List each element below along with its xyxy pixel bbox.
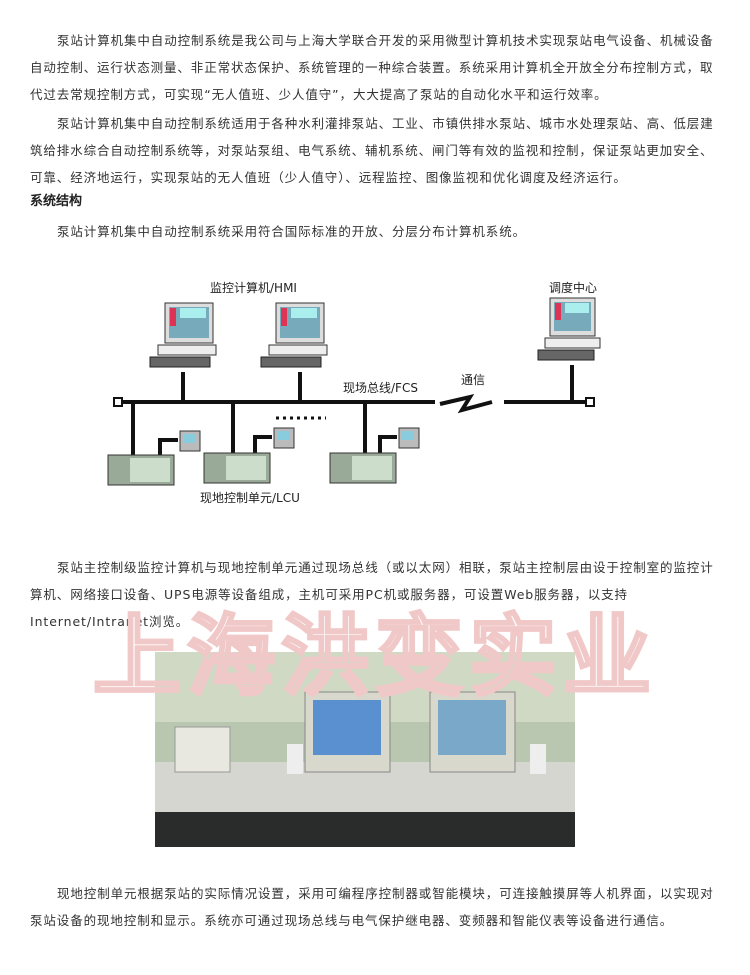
intro-paragraph-2: 泵站计算机集中自动控制系统适用于各种水利灌排泵站、工业、市镇供排水泵站、城市水处… <box>30 116 714 185</box>
dispatch-label: 调度中心 <box>549 280 597 295</box>
bus-label: 现场总线/FCS <box>343 381 418 395</box>
section-heading: 系统结构 <box>30 194 83 209</box>
hmi-label: 监控计算机/HMI <box>210 280 297 295</box>
bus-end-right <box>585 397 595 407</box>
lcu-label: 现地控制单元/LCU <box>200 491 300 505</box>
main-control-paragraph: 泵站主控制级监控计算机与现地控制单元通过现场总线（或以太网）相联，泵站主控制层由… <box>30 560 714 629</box>
bus-end-left <box>113 397 123 407</box>
watermark-logo: 上海洪变实业 <box>91 605 657 705</box>
hmi-computer-2 <box>260 302 328 368</box>
section-intro: 泵站计算机集中自动控制系统采用符合国际标准的开放、分层分布计算机系统。 <box>57 224 527 239</box>
watermark-text: 上海洪变实业 <box>93 605 657 705</box>
comm-label: 通信 <box>461 373 485 387</box>
intro-paragraph-1: 泵站计算机集中自动控制系统是我公司与上海大学联合开发的采用微型计算机技术实现泵站… <box>30 33 714 102</box>
lcu-paragraph: 现地控制单元根据泵站的实际情况设置，采用可编程序控制器或智能模块，可连接触摸屏等… <box>30 886 714 928</box>
fieldbus-line <box>122 365 586 455</box>
hmi-computer-1 <box>149 302 217 368</box>
lcu-racks <box>107 427 420 486</box>
dispatch-computer <box>537 297 601 361</box>
control-room-photo <box>155 652 575 847</box>
system-architecture-diagram: 监控计算机/HMI 调度中心 现场总线/FCS 通信 现地控制单元/LCU <box>107 280 601 505</box>
